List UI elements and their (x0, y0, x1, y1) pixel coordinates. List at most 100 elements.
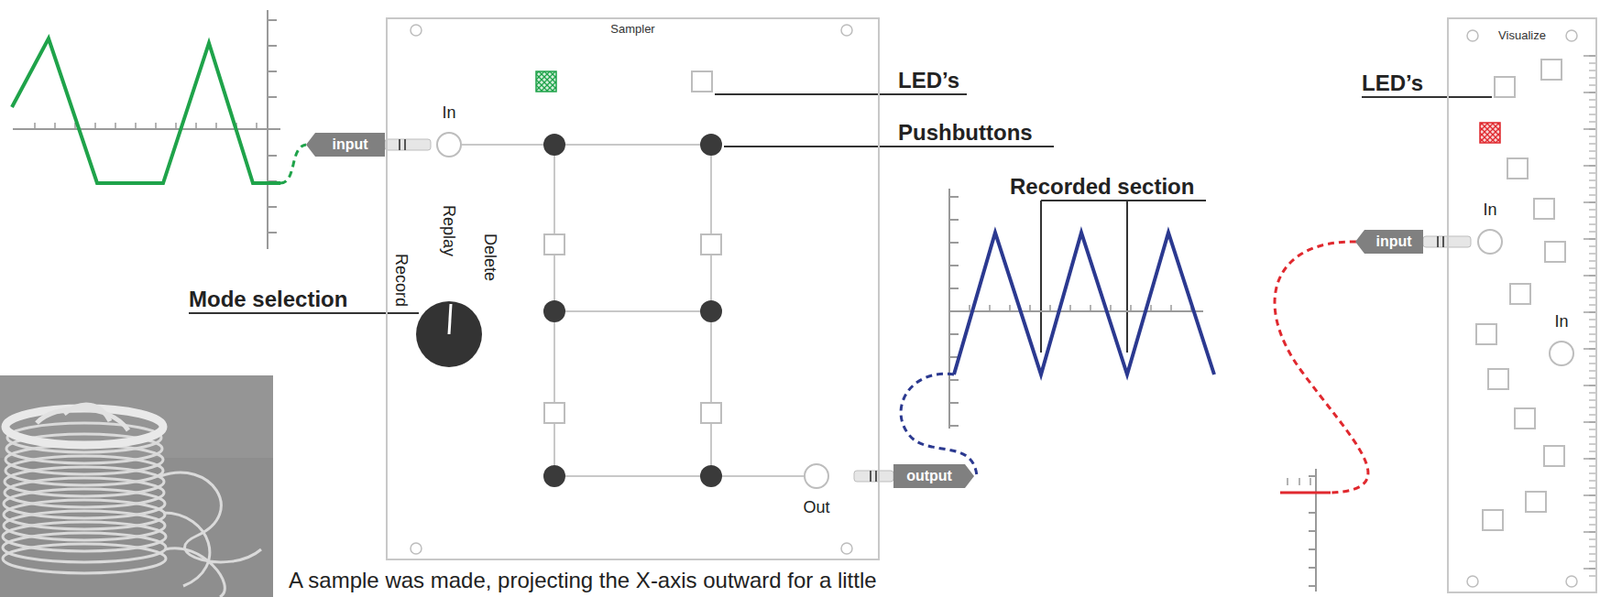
circuit-wire (461, 144, 804, 477)
led-square (1544, 446, 1565, 467)
callout-label: Pushbuttons (898, 120, 1033, 145)
photo-ground (0, 375, 274, 597)
photo-shade (0, 375, 274, 459)
led-square (1541, 59, 1562, 80)
jack-label: Out (793, 498, 840, 517)
pushbutton (543, 133, 566, 156)
screw-hole (1467, 576, 1479, 588)
pushbuttons (543, 133, 723, 488)
input-jack: In (1467, 200, 1513, 255)
pushbutton (543, 465, 566, 488)
signal-trace (1280, 492, 1331, 495)
leader-line (1361, 96, 1492, 99)
coil-rim (5, 408, 164, 446)
jack-label: In (426, 103, 472, 122)
pushbutton (543, 300, 566, 323)
leader-lines (188, 94, 1492, 353)
x-axis (12, 128, 281, 131)
input-plug: input (306, 132, 385, 157)
plug-label: input (331, 132, 368, 157)
input-jack: In (1538, 312, 1585, 367)
callout-label: LED’s (898, 68, 960, 93)
jack-socket (436, 131, 462, 158)
led-square (1525, 492, 1546, 513)
panel-screws (1467, 30, 1578, 588)
pushbutton (700, 133, 723, 156)
axis-ticks (267, 20, 277, 233)
plug-label: output (906, 464, 953, 489)
recorded-waveform (953, 232, 1215, 375)
pushbutton (700, 300, 723, 323)
screw-hole (841, 24, 853, 36)
ruler-ticks (1583, 54, 1596, 583)
led-square (544, 403, 565, 424)
mode-label: Replay (439, 205, 459, 257)
led-square (1488, 369, 1509, 390)
led-square (1534, 198, 1555, 220)
screw-hole (410, 24, 422, 36)
led-squares (544, 71, 722, 424)
leader-line (714, 93, 967, 96)
led-square (1514, 408, 1535, 429)
plug-ring (399, 139, 406, 151)
led-square (1476, 324, 1497, 345)
print-photo (0, 375, 274, 597)
callout-label: LED’s (1361, 71, 1424, 96)
callout-label: Mode selection (188, 287, 348, 312)
led-square (1507, 158, 1528, 179)
y-axis (948, 188, 951, 429)
recorded-wave-plot (900, 188, 1215, 477)
screw-hole (1467, 30, 1479, 42)
plug-tip (854, 471, 894, 483)
visualize-module: VisualizeInIn (1446, 17, 1598, 594)
jack-label: In (1538, 312, 1585, 331)
jack-label: In (1467, 200, 1513, 220)
loose-strand (160, 472, 262, 597)
coil-ring (2, 544, 166, 574)
plug-tip (384, 139, 431, 151)
screw-hole (1566, 576, 1578, 588)
input-waveform (11, 38, 281, 184)
input-plug: input (1355, 230, 1424, 254)
output-jack: Out (793, 463, 840, 518)
visualize-hardware (1423, 30, 1596, 588)
screw-hole (410, 543, 422, 555)
screw-hole (841, 543, 853, 555)
leader-line (188, 312, 419, 315)
knob-pointer (449, 304, 451, 335)
axis-ticks (1287, 478, 1311, 486)
led-square (1545, 241, 1566, 263)
coil-knot (36, 405, 129, 431)
jack-socket (1548, 340, 1575, 367)
jack-socket (1477, 229, 1503, 255)
jack-socket (803, 463, 830, 490)
mode-label: Delete (481, 233, 500, 282)
screw-hole (1566, 30, 1578, 42)
mode-knob (416, 301, 483, 368)
module-title: Visualize (1448, 28, 1596, 44)
led-squares (1476, 59, 1566, 531)
led-square (1482, 510, 1503, 531)
lit-led (536, 71, 557, 92)
plug-ring (1437, 236, 1444, 248)
input-jack: In (426, 103, 472, 158)
leader-line (723, 145, 1054, 148)
x-axis (949, 310, 1204, 313)
sampler-module: SamplerInOut (385, 17, 880, 561)
axis-ticks (34, 122, 257, 130)
patch-cable (280, 144, 307, 184)
photo-caption: A sample was made, projecting the X-axis… (288, 568, 877, 594)
pushbutton (700, 465, 723, 488)
mode-label: Record (392, 253, 411, 307)
output-plug: output (893, 464, 975, 489)
led-square (1494, 76, 1515, 98)
sampler-hardware (384, 24, 894, 555)
panel-screws (410, 24, 853, 555)
led-square (1510, 284, 1531, 305)
module-title: Sampler (387, 21, 878, 37)
led-square (701, 403, 722, 424)
axis-ticks (969, 305, 1192, 312)
led-square (691, 71, 713, 92)
